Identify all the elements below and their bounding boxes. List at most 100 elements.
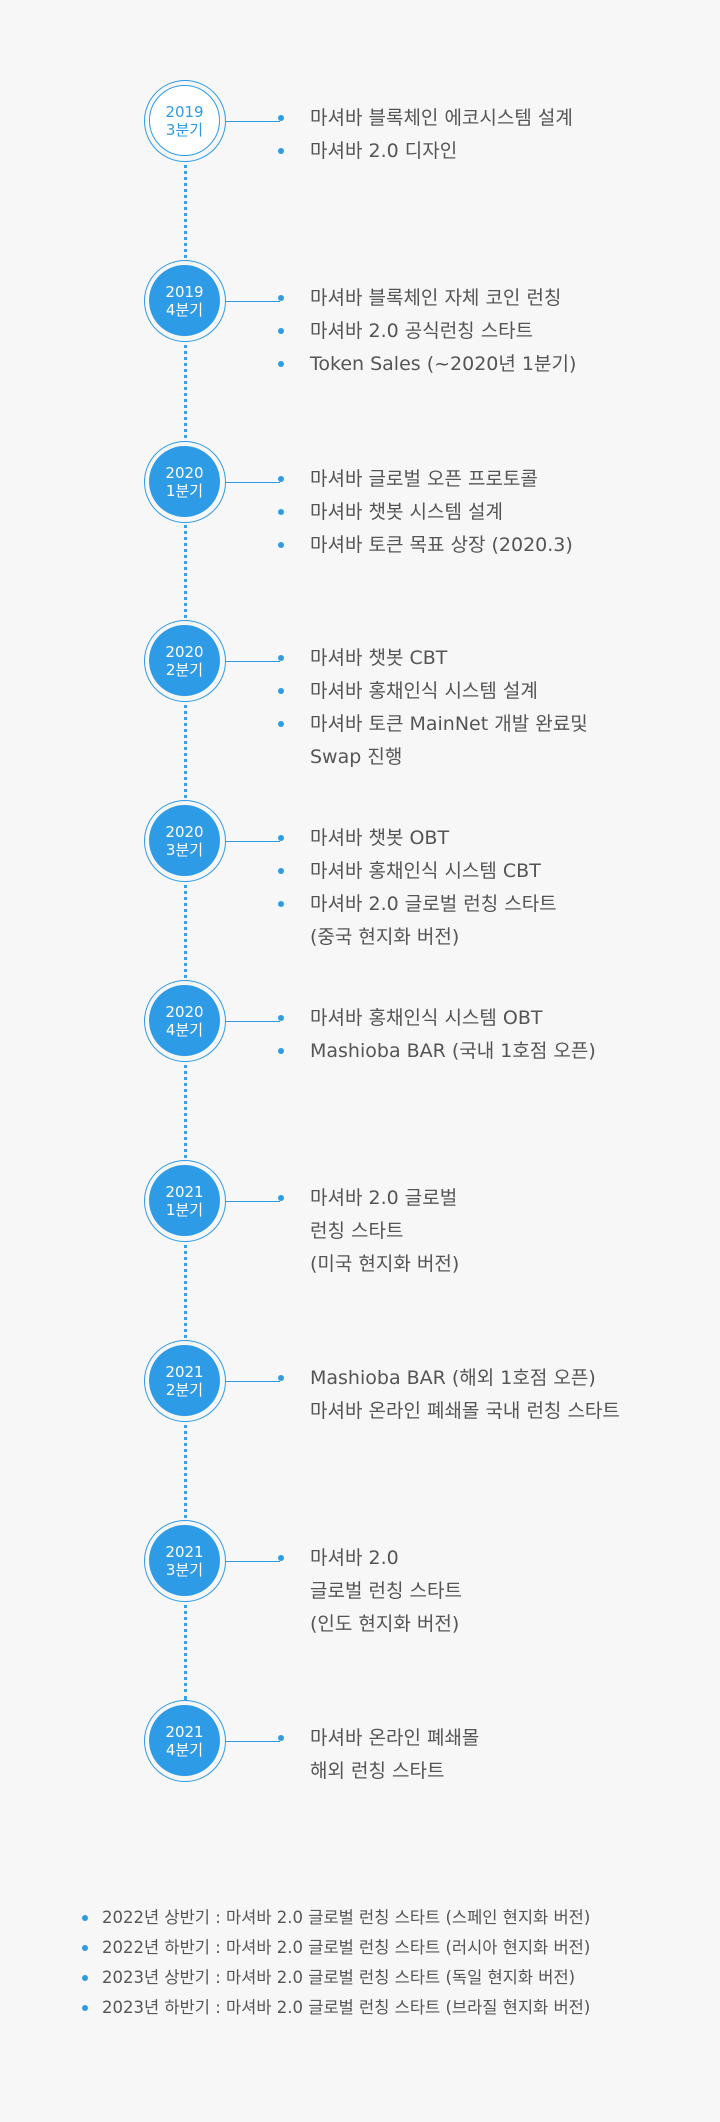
- milestone-connector: [226, 1741, 280, 1742]
- bullet-dot-icon: [278, 115, 284, 121]
- milestone-item-text: 마셔바 토큰 목표 상장 (2020.3): [310, 534, 573, 556]
- milestone-item-text: 마셔바 2.0 디자인: [310, 140, 458, 162]
- milestone-item-text: Token Sales (~2020년 1분기): [310, 353, 577, 375]
- milestone-item: 마셔바 2.0 공식런칭 스타트: [278, 315, 576, 348]
- milestone-item: 마셔바 홍채인식 시스템 CBT: [278, 855, 557, 888]
- milestone-connector: [226, 841, 280, 842]
- milestone-item-text: 마셔바 챗봇 OBT: [310, 827, 450, 849]
- milestone-year: 2020: [165, 642, 204, 661]
- milestone-item-text: 마셔바 토큰 MainNet 개발 완료및: [310, 713, 588, 735]
- milestone-item-text: 마셔바 챗봇 시스템 설계: [310, 501, 503, 523]
- milestone-item: Token Sales (~2020년 1분기): [278, 348, 576, 381]
- milestone-year: 2020: [165, 463, 204, 482]
- bullet-dot-icon: [82, 1975, 88, 1981]
- future-plan-item: 2023년 하반기 : 마셔바 2.0 글로벌 런칭 스타트 (브라질 현지화 …: [82, 1993, 590, 2023]
- milestone-item: 마셔바 챗봇 시스템 설계: [278, 496, 573, 529]
- bullet-dot-icon: [82, 1945, 88, 1951]
- milestone-item-text: Mashioba BAR (국내 1호점 오픈): [310, 1040, 596, 1062]
- milestone-item-text: 마셔바 블록체인 자체 코인 런칭: [310, 287, 562, 309]
- milestone-quarter: 1분기: [165, 1200, 204, 1219]
- bullet-dot-icon: [82, 2005, 88, 2011]
- milestone-item-text: 마셔바 홍채인식 시스템 CBT: [310, 860, 541, 882]
- milestone-quarter: 3분기: [165, 1560, 204, 1579]
- milestone-item-text: 마셔바 2.0: [310, 1547, 399, 1569]
- bullet-dot-icon: [278, 1015, 284, 1021]
- bullet-dot-icon: [278, 901, 284, 907]
- milestone-item-text: Mashioba BAR (해외 1호점 오픈): [310, 1367, 596, 1389]
- milestone-connector: [226, 661, 280, 662]
- milestone-connector: [226, 1561, 280, 1562]
- bullet-dot-icon: [278, 1048, 284, 1054]
- milestone-item: Mashioba BAR (해외 1호점 오픈)마셔바 온라인 폐쇄몰 국내 런…: [278, 1362, 620, 1428]
- timeline-dotted-line: [184, 140, 187, 1700]
- milestone-year: 2020: [165, 1002, 204, 1021]
- bullet-dot-icon: [278, 721, 284, 727]
- milestone-item: 마셔바 챗봇 OBT: [278, 822, 557, 855]
- milestone-quarter: 4분기: [165, 1740, 204, 1759]
- milestone-year: 2019: [165, 102, 204, 121]
- milestone-item: 마셔바 글로벌 오픈 프로토콜: [278, 463, 573, 496]
- bullet-dot-icon: [278, 1195, 284, 1201]
- milestone-items: Mashioba BAR (해외 1호점 오픈)마셔바 온라인 폐쇄몰 국내 런…: [278, 1362, 620, 1428]
- bullet-dot-icon: [278, 868, 284, 874]
- milestone-quarter: 3분기: [165, 120, 204, 139]
- milestone-items: 마셔바 챗봇 OBT 마셔바 홍채인식 시스템 CBT 마셔바 2.0 글로벌 런칭…: [278, 822, 557, 954]
- milestone-connector: [226, 1021, 280, 1022]
- milestone-quarter: 3분기: [165, 840, 204, 859]
- milestone-item: 마셔바 토큰 MainNet 개발 완료및 Swap 진행: [278, 708, 588, 774]
- milestone-item-text: Swap 진행: [310, 746, 403, 768]
- future-plans-list: 2022년 상반기 : 마셔바 2.0 글로벌 런칭 스타트 (스페인 현지화 …: [82, 1903, 590, 2023]
- milestone-year: 2021: [165, 1542, 204, 1561]
- bullet-dot-icon: [278, 295, 284, 301]
- milestone-quarter: 4분기: [165, 1020, 204, 1039]
- milestone-year: 2020: [165, 822, 204, 841]
- milestone-item-text: 마셔바 홍채인식 시스템 OBT: [310, 1007, 543, 1029]
- milestone-item-text: (중국 현지화 버전): [310, 926, 460, 948]
- milestone-year: 2019: [165, 282, 204, 301]
- milestone-item-text: 글로벌 런칭 스타트: [310, 1580, 462, 1602]
- bullet-dot-icon: [278, 835, 284, 841]
- bullet-dot-icon: [278, 361, 284, 367]
- bullet-dot-icon: [278, 1735, 284, 1741]
- bullet-dot-icon: [278, 688, 284, 694]
- milestone-item: 마셔바 홍채인식 시스템 설계: [278, 675, 588, 708]
- milestone-year: 2021: [165, 1362, 204, 1381]
- milestone-item: Mashioba BAR (국내 1호점 오픈): [278, 1035, 596, 1068]
- milestone-item-text: (미국 현지화 버전): [310, 1253, 460, 1275]
- future-plan-item: 2023년 상반기 : 마셔바 2.0 글로벌 런칭 스타트 (독일 현지화 버…: [82, 1963, 590, 1993]
- future-plan-text: 2023년 상반기 : 마셔바 2.0 글로벌 런칭 스타트 (독일 현지화 버…: [102, 1968, 576, 1987]
- milestone-quarter: 2분기: [165, 1380, 204, 1399]
- future-plan-item: 2022년 하반기 : 마셔바 2.0 글로벌 런칭 스타트 (러시아 현지화 …: [82, 1933, 590, 1963]
- future-plan-text: 2023년 하반기 : 마셔바 2.0 글로벌 런칭 스타트 (브라질 현지화 …: [102, 1998, 591, 2017]
- milestone-item: 마셔바 2.0 디자인: [278, 135, 573, 168]
- milestone-item: 마셔바 블록체인 자체 코인 런칭: [278, 282, 576, 315]
- milestone-item: 마셔바 2.0 글로벌 런칭 스타트(중국 현지화 버전): [278, 888, 557, 954]
- future-plan-text: 2022년 하반기 : 마셔바 2.0 글로벌 런칭 스타트 (러시아 현지화 …: [102, 1938, 591, 1957]
- milestone-quarter: 2분기: [165, 660, 204, 679]
